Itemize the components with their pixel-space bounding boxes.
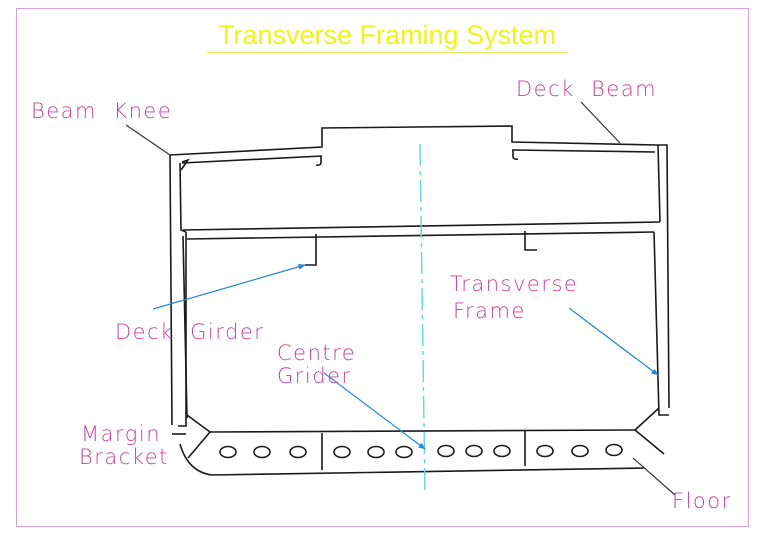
- deck-beam-right: [512, 150, 655, 152]
- deck-beam-flange-left: [316, 156, 321, 165]
- lightening-hole: [494, 446, 510, 457]
- margin-bracket-lower: [188, 432, 210, 458]
- deck-girder-arrow: [153, 264, 306, 309]
- drawing-border: [16, 8, 749, 527]
- margin-bracket-upper: [187, 415, 210, 432]
- lightening-hole: [368, 447, 384, 458]
- right-frame-upper: [658, 145, 660, 222]
- label-deck-girder: Deck Girder: [115, 320, 265, 344]
- deck-plating-left: [170, 126, 658, 155]
- lightening-hole: [290, 447, 306, 458]
- lightening-hole: [334, 447, 350, 458]
- label-margin-bracket-line1: Margin: [81, 422, 161, 446]
- label-transverse-frame-line2: Frame: [453, 299, 526, 323]
- tween-deck-lower: [187, 232, 654, 239]
- left-bilge-curve: [180, 444, 212, 475]
- lightening-hole: [254, 447, 270, 458]
- deck-beam-flange-right: [513, 150, 518, 159]
- floor-leader: [633, 458, 675, 495]
- left-transverse-frame-lower: [178, 232, 186, 426]
- label-centre-girder-line1: Centre: [277, 341, 357, 365]
- transverse-frame-arrow: [569, 308, 659, 375]
- right-side-shell: [658, 145, 669, 408]
- deck-beam-leader: [581, 102, 620, 143]
- lightening-hole: [537, 446, 553, 457]
- tank-top: [210, 430, 635, 432]
- lightening-hole: [606, 445, 622, 456]
- deck-girder-right: [525, 231, 537, 250]
- label-floor: Floor: [672, 489, 732, 513]
- left-side-shell: [170, 155, 172, 425]
- deck-beam-left: [182, 156, 322, 163]
- label-centre-girder-line2: Grider: [277, 364, 352, 388]
- deck-girder-left: [305, 234, 316, 265]
- right-bracket-lower: [635, 430, 664, 454]
- left-frame-inner: [183, 236, 187, 418]
- lightening-hole: [572, 446, 588, 457]
- left-transverse-frame-upper: [180, 163, 186, 232]
- right-transverse-frame-lower: [654, 232, 669, 415]
- lightening-hole: [396, 447, 412, 458]
- lightening-hole: [466, 446, 482, 457]
- centre-girder-arrow: [324, 373, 426, 449]
- right-bracket-upper: [635, 408, 659, 430]
- lightening-hole: [220, 447, 236, 458]
- centreline: [420, 144, 425, 494]
- label-transverse-frame-line1: Transverse: [450, 272, 579, 296]
- label-beam-knee: Beam Knee: [31, 99, 173, 123]
- beam-knee-bracket: [181, 160, 188, 170]
- bottom-shell: [212, 468, 645, 475]
- label-margin-bracket-line2: Bracket: [79, 445, 169, 469]
- lightening-hole: [438, 446, 454, 457]
- label-deck-beam: Deck Beam: [516, 77, 658, 101]
- diagram-title: Transverse Framing System: [206, 18, 568, 53]
- beam-knee-leader: [126, 125, 170, 155]
